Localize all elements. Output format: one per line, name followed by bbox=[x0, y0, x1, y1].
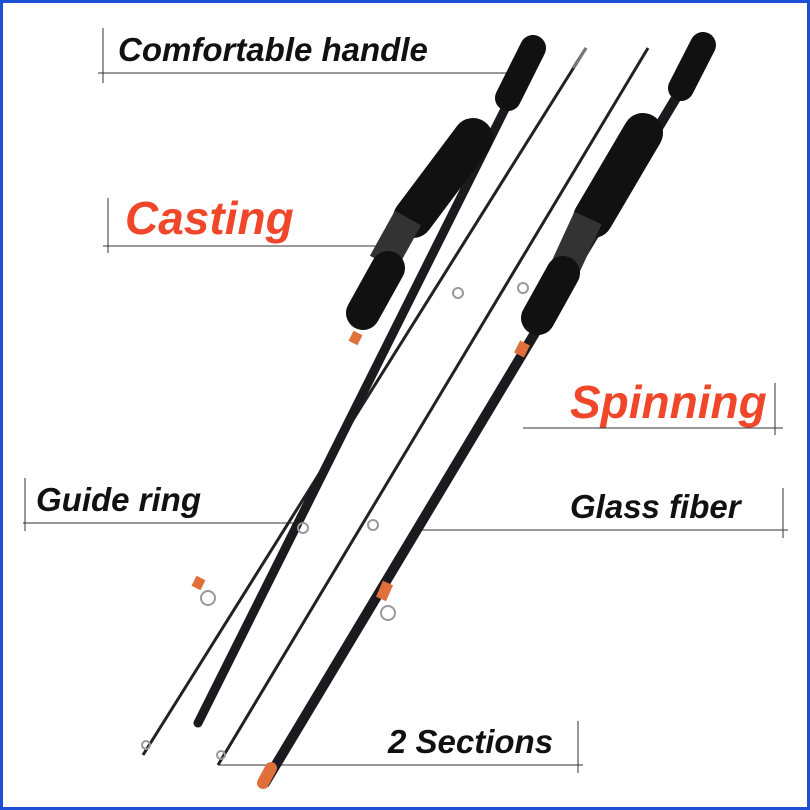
fishing-rods-illustration bbox=[23, 28, 788, 789]
casting-rear-grip bbox=[393, 118, 493, 238]
guide-rings bbox=[141, 282, 529, 760]
casting-tip-section bbox=[141, 47, 588, 756]
label-2-sections: 2 Sections bbox=[388, 723, 554, 760]
casting-fore-grip bbox=[346, 251, 405, 330]
spinning-fore-grip bbox=[521, 256, 580, 335]
spinning-rear-grip bbox=[573, 113, 663, 238]
label-guide-ring: Guide ring bbox=[36, 481, 201, 518]
casting-end-knob bbox=[495, 35, 546, 111]
label-comfortable-handle: Comfortable handle bbox=[118, 31, 428, 68]
spinning-tip-section bbox=[216, 47, 650, 766]
label-glass-fiber: Glass fiber bbox=[570, 488, 741, 525]
spinning-end-knob bbox=[668, 32, 716, 101]
label-casting: Casting bbox=[125, 192, 294, 244]
label-spinning: Spinning bbox=[570, 376, 767, 428]
